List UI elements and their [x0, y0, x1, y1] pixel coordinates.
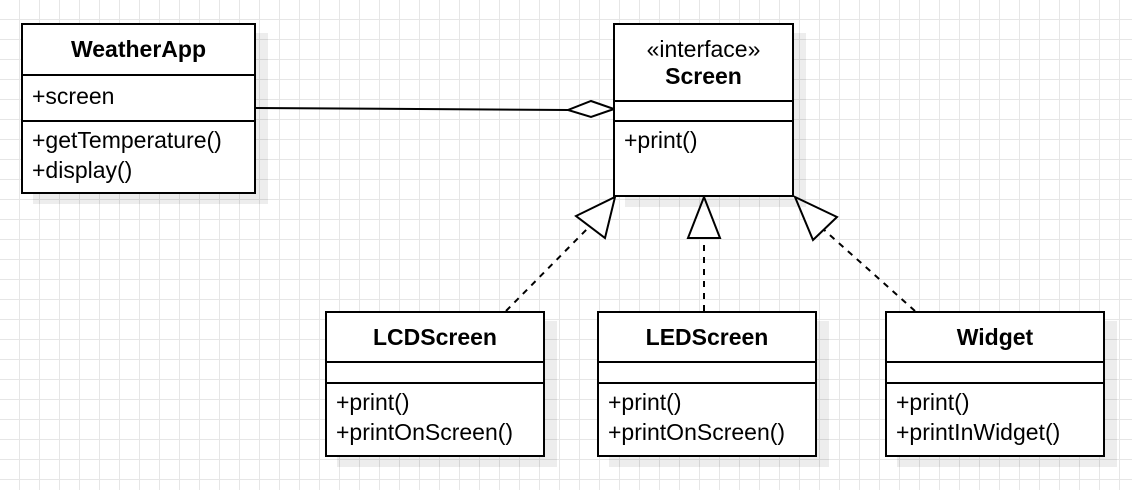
realization-arrowhead-widget	[793, 194, 839, 242]
realization-line-lcdscreen	[505, 225, 591, 312]
aggregation-line	[255, 107, 569, 111]
class-name-compartment: LEDScreen	[599, 313, 815, 363]
class-name-compartment: «interface» Screen	[615, 25, 792, 102]
attribute: +screen	[32, 83, 115, 109]
interface-screen[interactable]: «interface» Screen +print()	[613, 23, 794, 197]
class-name: LEDScreen	[645, 323, 769, 350]
attributes-compartment	[887, 363, 1103, 384]
operations-compartment: +getTemperature() +display()	[23, 122, 254, 192]
class-weatherapp[interactable]: WeatherApp +screen +getTemperature() +di…	[21, 23, 256, 194]
attributes-compartment	[599, 363, 815, 384]
class-name-compartment: LCDScreen	[327, 313, 543, 363]
operation: +printOnScreen()	[608, 419, 786, 445]
class-name: Screen	[665, 62, 742, 89]
operation: +printInWidget()	[896, 419, 1061, 445]
operation: +print()	[896, 389, 970, 415]
operation: +getTemperature()	[32, 127, 222, 153]
operation: +print()	[608, 389, 682, 415]
class-name-compartment: WeatherApp	[23, 25, 254, 76]
operation: +printOnScreen()	[336, 419, 514, 445]
class-lcdscreen[interactable]: LCDScreen +print() +printOnScreen()	[325, 311, 545, 457]
class-widget[interactable]: Widget +print() +printInWidget()	[885, 311, 1105, 457]
realization-arrowhead-ledscreen	[686, 194, 722, 239]
class-name: WeatherApp	[70, 36, 207, 62]
operations-compartment: +print()	[615, 122, 792, 195]
operations-compartment: +print() +printInWidget()	[887, 384, 1103, 455]
attributes-compartment: +screen	[23, 76, 254, 122]
realization-arrowhead-lcdscreen	[574, 195, 617, 240]
class-ledscreen[interactable]: LEDScreen +print() +printOnScreen()	[597, 311, 817, 457]
class-name-compartment: Widget	[887, 313, 1103, 363]
aggregation-diamond	[564, 99, 618, 119]
class-name: LCDScreen	[373, 323, 497, 350]
operations-compartment: +print() +printOnScreen()	[327, 384, 543, 455]
operations-compartment: +print() +printOnScreen()	[599, 384, 815, 455]
attributes-compartment	[615, 102, 792, 122]
realization-line-widget	[821, 227, 916, 312]
attributes-compartment	[327, 363, 543, 384]
operation: +print()	[336, 389, 410, 415]
stereotype-label: «interface»	[646, 35, 761, 62]
operation: +print()	[624, 127, 698, 153]
class-name: Widget	[956, 323, 1034, 350]
operation: +display()	[32, 157, 133, 183]
